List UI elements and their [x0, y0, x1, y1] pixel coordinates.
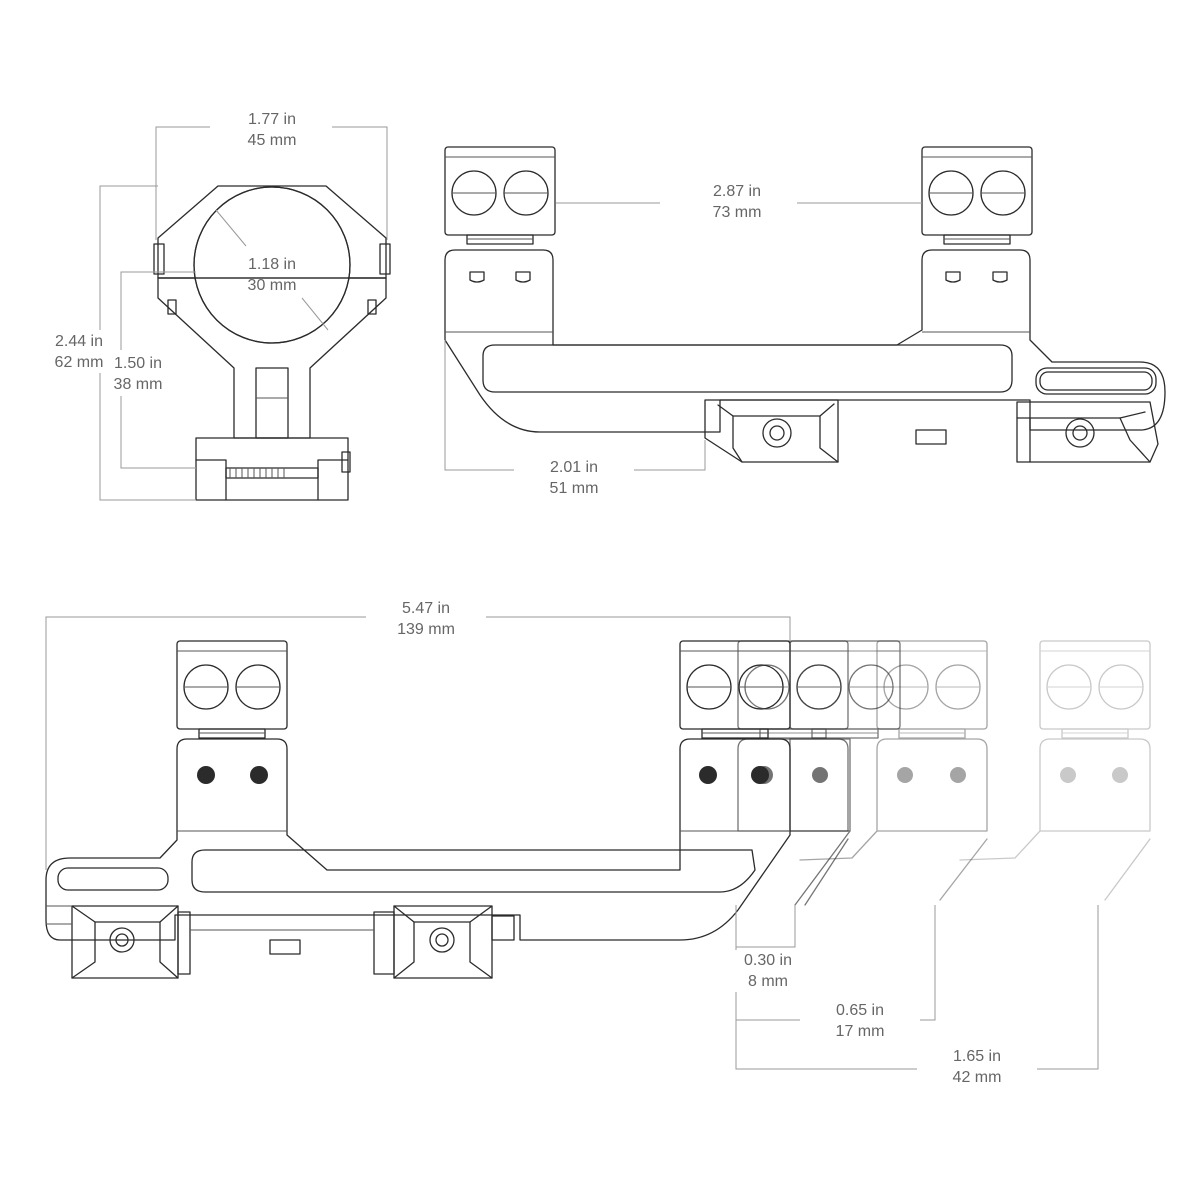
dim-label-adjust-short: 0.30 in 8 mm	[728, 950, 808, 992]
dim-label-forward-offset: 2.01 in 51 mm	[514, 457, 634, 499]
dim-adjust-mid-in: 0.65 in	[835, 1002, 885, 1019]
dim-overall-length-in: 5.47 in	[401, 600, 451, 617]
dim-center-height-in: 1.50 in	[113, 355, 163, 372]
rail-clamp-front	[704, 399, 839, 463]
dim-adjust-short-mm: 8 mm	[748, 973, 788, 990]
dim-adjust-mid-mm: 17 mm	[835, 1023, 885, 1040]
rail-clamp-center	[373, 905, 515, 979]
rail-clamp-outline	[195, 437, 349, 501]
dim-ring-spacing-mm: 73 mm	[712, 204, 762, 221]
dim-overall-height-mm: 62 mm	[54, 354, 104, 371]
dim-forward-offset-in: 2.01 in	[549, 459, 599, 476]
dim-ring-diameter-in: 1.18 in	[247, 256, 297, 273]
dim-ring-width-mm: 45 mm	[247, 132, 297, 149]
dim-label-overall-height: 2.44 in 62 mm	[39, 331, 119, 373]
dim-label-ring-width: 1.77 in 45 mm	[212, 109, 332, 151]
dim-overall-height-in: 2.44 in	[54, 333, 104, 350]
dim-adjust-long-mm: 42 mm	[952, 1069, 1002, 1086]
mount-body-outline-bottom	[45, 738, 791, 941]
ring-body-outline	[157, 277, 387, 439]
dim-ring-diameter-mm: 30 mm	[247, 277, 297, 294]
dim-overall-length-mm: 139 mm	[397, 621, 455, 638]
adjustment-view	[45, 640, 1151, 979]
rail-clamp-left	[46, 905, 191, 979]
dim-forward-offset-mm: 51 mm	[549, 480, 599, 497]
mount-body-outline	[444, 249, 1166, 433]
dim-label-adjust-long: 1.65 in 42 mm	[917, 1046, 1037, 1088]
front-view	[153, 185, 391, 501]
dim-ring-spacing-in: 2.87 in	[712, 183, 762, 200]
dim-center-height-mm: 38 mm	[113, 376, 163, 393]
dim-label-ring-spacing: 2.87 in 73 mm	[677, 181, 797, 223]
dim-adjust-long-in: 1.65 in	[952, 1048, 1002, 1065]
dim-label-adjust-mid: 0.65 in 17 mm	[800, 1000, 920, 1042]
dim-label-overall-length: 5.47 in 139 mm	[366, 598, 486, 640]
rail-clamp-rear	[1016, 401, 1159, 463]
dim-label-center-height: 1.50 in 38 mm	[108, 353, 168, 395]
dim-adjust-short-in: 0.30 in	[743, 952, 793, 969]
side-view	[444, 146, 1166, 463]
dimension-lines	[45, 126, 1099, 1070]
dim-label-ring-diameter: 1.18 in 30 mm	[212, 254, 332, 296]
dim-ring-width-in: 1.77 in	[247, 111, 297, 128]
